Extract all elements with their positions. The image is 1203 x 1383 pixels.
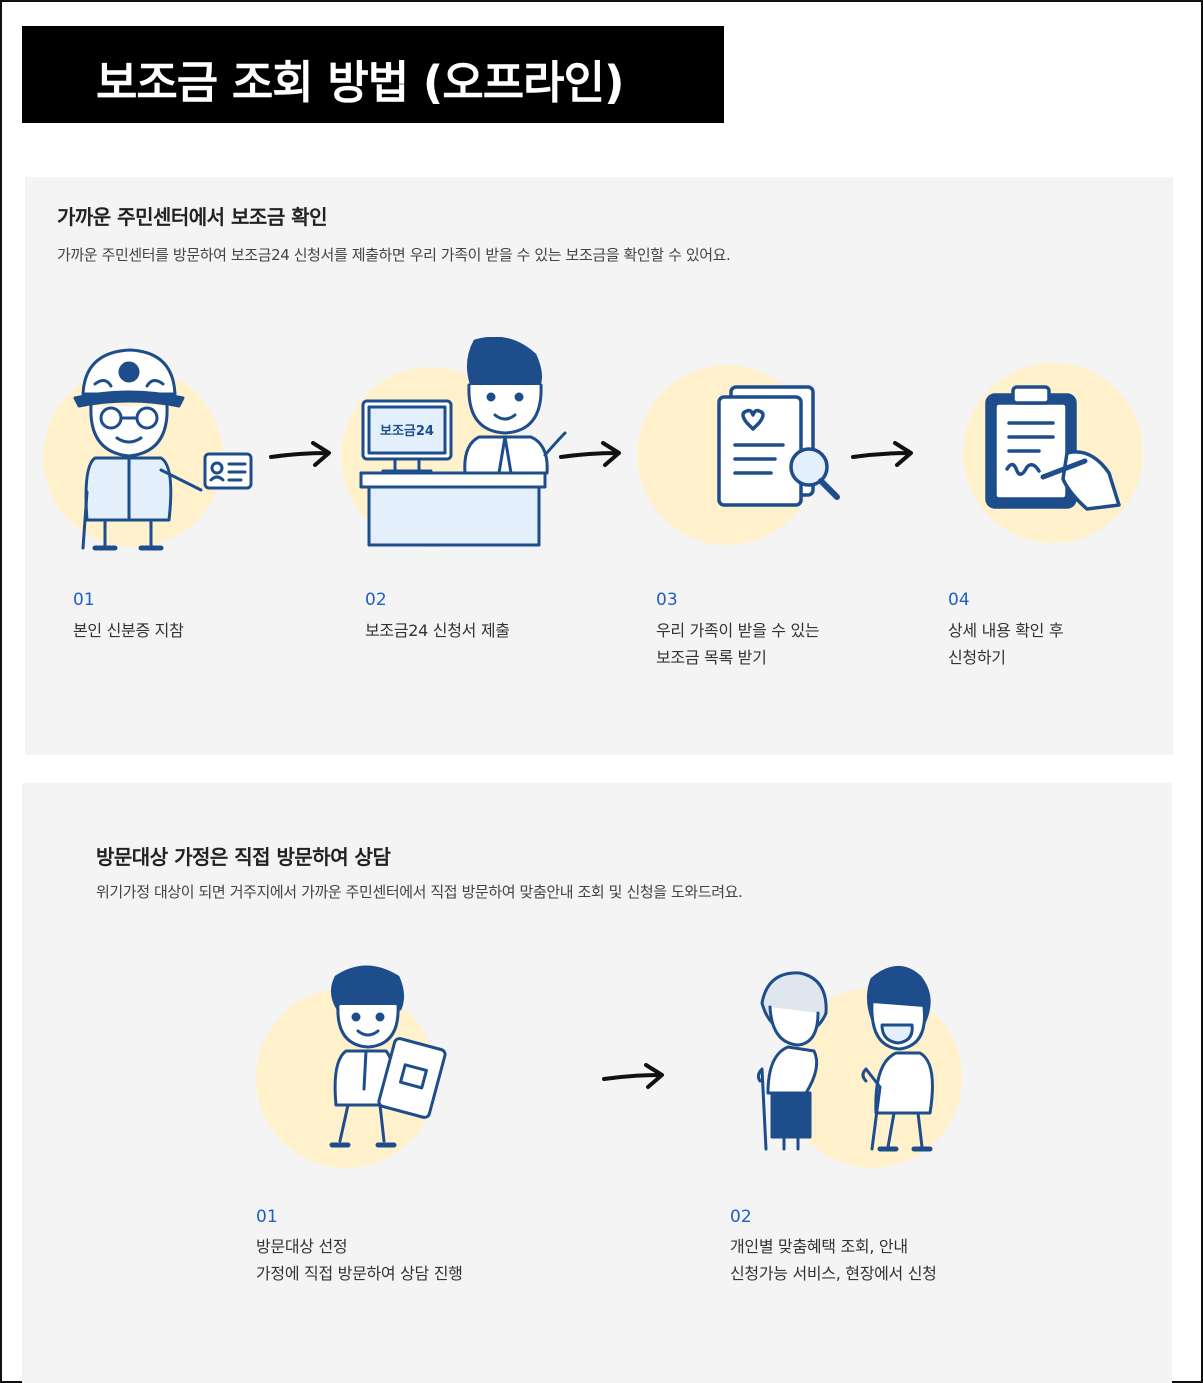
- section-nearby-center: 가까운 주민센터에서 보조금 확인 가까운 주민센터를 방문하여 보조금24 신…: [25, 177, 1173, 755]
- arrow-right-icon: [269, 441, 331, 467]
- section-home-visit: 방문대상 가정은 직접 방문하여 상담 위기가정 대상이 되면 거주지에서 가까…: [22, 783, 1172, 1383]
- step-number: 04: [948, 590, 970, 610]
- arrow-right-icon: [851, 441, 913, 467]
- arrow-right-icon: [559, 441, 621, 467]
- section-heading: 가까운 주민센터에서 보조금 확인: [57, 205, 328, 229]
- step-number: 01: [256, 1207, 278, 1227]
- section-heading: 방문대상 가정은 직접 방문하여 상담: [96, 845, 391, 869]
- elderly-couple-illustration: [756, 966, 934, 1152]
- clerk-at-desk-illustration: 보조금24: [359, 337, 567, 547]
- section-description: 가까운 주민센터를 방문하여 보조금24 신청서를 제출하면 우리 가족이 받을…: [57, 246, 731, 264]
- step-number: 02: [730, 1207, 752, 1227]
- clipboard-signing-icon: [985, 385, 1121, 511]
- step-number: 02: [365, 590, 387, 610]
- page-title: 보조금 조회 방법 (오프라인): [96, 56, 625, 109]
- section-description: 위기가정 대상이 되면 거주지에서 가까운 주민센터에서 직접 방문하여 맞춤안…: [96, 883, 743, 901]
- step-number: 01: [73, 590, 95, 610]
- elderly-man-with-id-illustration: [73, 348, 253, 551]
- monitor-label: 보조금24: [380, 424, 434, 439]
- arrow-right-icon: [602, 1063, 664, 1089]
- step-label: 본인 신분증 지참: [73, 621, 184, 640]
- visitor-with-tablet-illustration: [329, 965, 447, 1148]
- document-search-icon: [717, 385, 840, 507]
- title-banner: 보조금 조회 방법 (오프라인): [22, 26, 724, 123]
- step-number: 03: [656, 590, 678, 610]
- step-label: 보조금24 신청서 제출: [365, 621, 510, 640]
